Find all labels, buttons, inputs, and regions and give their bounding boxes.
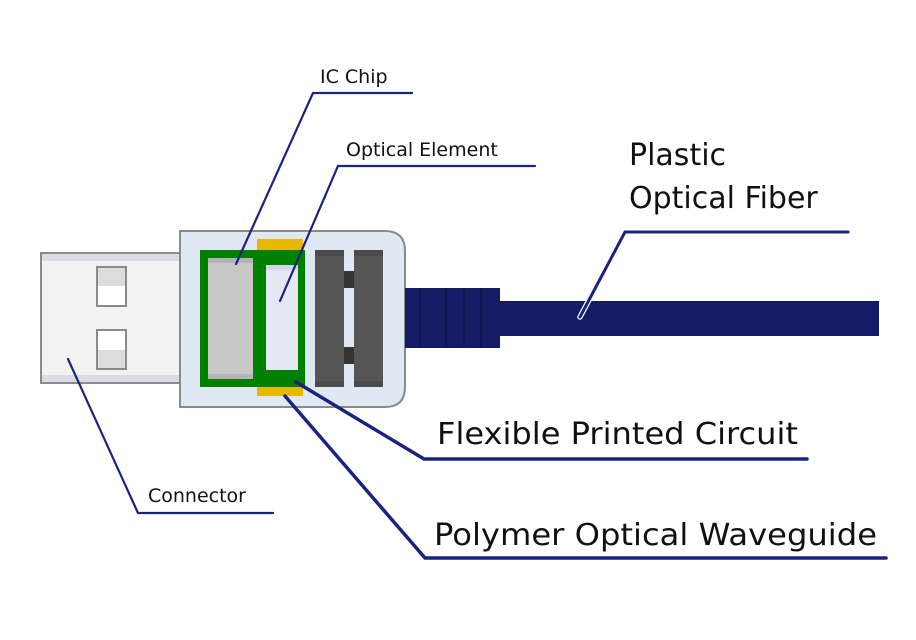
ic-chip-top-edge [208, 258, 253, 263]
label-plastic-optical-fiber-line1: Plastic [629, 138, 726, 173]
label-connector: Connector [148, 485, 246, 507]
connector-top-rail [42, 254, 190, 261]
label-flexible-printed-circuit: Flexible Printed Circuit [437, 417, 798, 452]
connector-bottom-rail [42, 375, 190, 382]
leader-line-flexible-printed-circuit [294, 380, 809, 461]
connector-contact-upper [96, 266, 127, 307]
leader-line-polymer-optical-waveguide [283, 394, 888, 560]
fiber-cable [499, 301, 879, 336]
block-right [354, 250, 383, 387]
ic-chip-bottom-edge [208, 374, 253, 379]
block-left [315, 250, 344, 387]
label-plastic-optical-fiber-line2: Optical Fiber [629, 181, 818, 216]
label-polymer-optical-waveguide: Polymer Optical Waveguide [434, 518, 877, 553]
plastic-optical-fiber [405, 288, 879, 348]
label-optical-element: Optical Element [346, 139, 498, 161]
connector-contact-lower [96, 329, 127, 370]
leader-line-connector [66, 357, 275, 515]
strain-relief-blocks [315, 250, 383, 387]
optical-element-top-edge [266, 265, 298, 270]
leader-line-optical-element [278, 164, 537, 303]
leader-line-plastic-optical-fiber [577, 229, 851, 320]
leader-line-ic-chip [234, 91, 414, 266]
label-ic-chip: IC Chip [320, 66, 388, 88]
optical-element [266, 265, 298, 370]
usb-connector-plug [40, 252, 192, 384]
ic-chip [208, 258, 253, 379]
fiber-boot [405, 288, 500, 348]
